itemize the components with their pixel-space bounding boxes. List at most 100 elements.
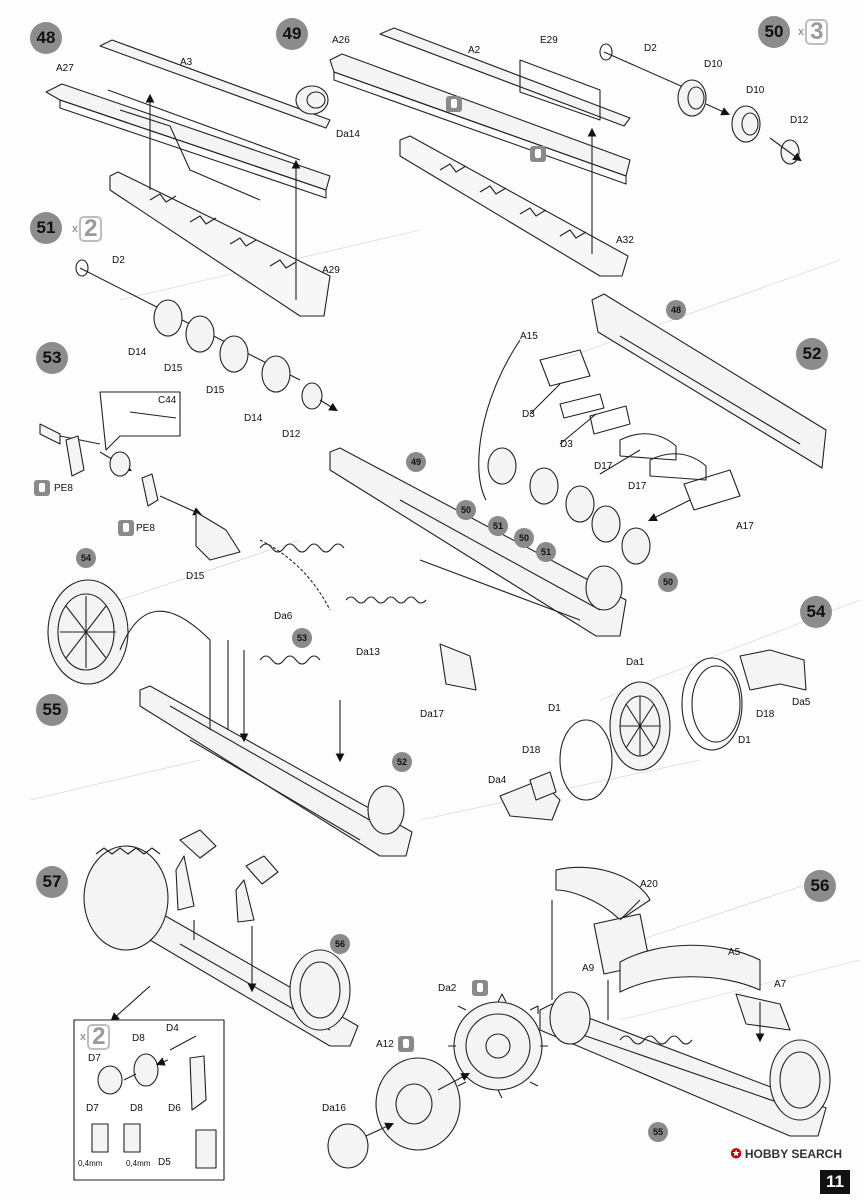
part-label: A9 [582, 963, 595, 974]
part-label: D4 [166, 1023, 179, 1034]
step-ref-50: 50 [456, 500, 476, 520]
step-56-number: 56 [804, 870, 836, 902]
step55-hull [47, 579, 413, 857]
part-label: D1 [548, 703, 561, 714]
part-label: Da14 [336, 129, 360, 140]
part-label: PE8 [54, 483, 73, 494]
part-label: D1 [738, 735, 751, 746]
part-label: A20 [640, 879, 658, 890]
part-label: D17 [628, 481, 647, 492]
part-label: D15 [164, 363, 183, 374]
step-ref-50: 50 [658, 572, 678, 592]
thickness-note: 0,4mm [78, 1159, 103, 1168]
step-ref-56: 56 [330, 934, 350, 954]
part-label: D10 [746, 85, 765, 96]
part-label: D7 [86, 1103, 99, 1114]
part-label: D8 [132, 1033, 145, 1044]
part-label: D12 [790, 115, 809, 126]
step-ref-50: 50 [514, 528, 534, 548]
step-48-number: 48 [30, 22, 62, 54]
part-label: A29 [322, 265, 340, 276]
watermark: ✪ HOBBY SEARCH [730, 1146, 842, 1161]
part-label: D10 [704, 59, 723, 70]
step54-sprocket [499, 649, 807, 821]
step50-wheel-set [599, 43, 802, 165]
step52-hull-side [329, 293, 827, 637]
step-ref-49: 49 [406, 452, 426, 472]
step51-wheel-set [75, 259, 338, 412]
part-label: A26 [332, 35, 350, 46]
part-label: Da1 [626, 657, 645, 668]
part-label: A27 [56, 63, 74, 74]
step-51-number: 51 [30, 212, 62, 244]
step-ref-48: 48 [666, 300, 686, 320]
part-label: Da13 [356, 647, 380, 658]
step-ref-51: 51 [536, 542, 556, 562]
part-label: A2 [468, 45, 481, 56]
step-ref-51: 51 [488, 516, 508, 536]
glue-icon [34, 480, 50, 496]
part-label: Da4 [488, 775, 507, 786]
part-label: A3 [180, 57, 193, 68]
part-label: D12 [282, 429, 301, 440]
thickness-note: 0,4mm [126, 1159, 151, 1168]
step-52-number: 52 [796, 338, 828, 370]
step-ref-55: 55 [648, 1122, 668, 1142]
part-label: Da2 [438, 983, 457, 994]
part-label: D18 [756, 709, 775, 720]
part-label: D6 [168, 1103, 181, 1114]
part-label: D2 [644, 43, 657, 54]
part-label: A17 [736, 521, 754, 532]
step-ref-52: 52 [392, 752, 412, 772]
glue-icon [398, 1036, 414, 1052]
step-50-number: 50 [758, 16, 790, 48]
part-label: A5 [728, 947, 741, 958]
part-label: D14 [244, 413, 263, 424]
step-ref-54: 54 [76, 548, 96, 568]
part-label: D3 [522, 409, 535, 420]
part-label: E29 [540, 35, 558, 46]
part-label: D3 [560, 439, 573, 450]
glue-icon [472, 980, 488, 996]
step-53-number: 53 [36, 342, 68, 374]
glue-icon [118, 520, 134, 536]
part-label: D5 [158, 1157, 171, 1168]
step57-hull [83, 829, 359, 1047]
part-label: Da6 [274, 611, 293, 622]
step-54-number: 54 [800, 596, 832, 628]
part-label: C44 [158, 395, 177, 406]
part-label: Da17 [420, 709, 444, 720]
page-number: 11 [820, 1170, 850, 1194]
part-label: A12 [376, 1039, 394, 1050]
part-label: Da5 [792, 697, 811, 708]
step-49-number: 49 [276, 18, 308, 50]
step-57-number: 57 [36, 866, 68, 898]
glue-icon [530, 146, 546, 162]
glue-icon [446, 96, 462, 112]
part-label: Da16 [322, 1103, 346, 1114]
part-label: A32 [616, 235, 634, 246]
part-label: A15 [520, 331, 538, 342]
part-label: PE8 [136, 523, 155, 534]
part-label: D17 [594, 461, 613, 472]
step53-suspension [39, 391, 477, 691]
step-ref-53: 53 [292, 628, 312, 648]
step56-hull [539, 866, 831, 1137]
part-label: D14 [128, 347, 147, 358]
part-label: A7 [774, 979, 787, 990]
watermark-logo: ✪ [730, 1146, 742, 1161]
part-label: D2 [112, 255, 125, 266]
part-label: D7 [88, 1053, 101, 1064]
sprocket-parts [327, 993, 548, 1169]
part-a3-rail [45, 39, 331, 317]
step57-sub-assembly [91, 1035, 217, 1169]
step-55-number: 55 [36, 694, 68, 726]
part-label: D15 [206, 385, 225, 396]
part-a2-rail [329, 27, 631, 277]
part-label: D18 [522, 745, 541, 756]
